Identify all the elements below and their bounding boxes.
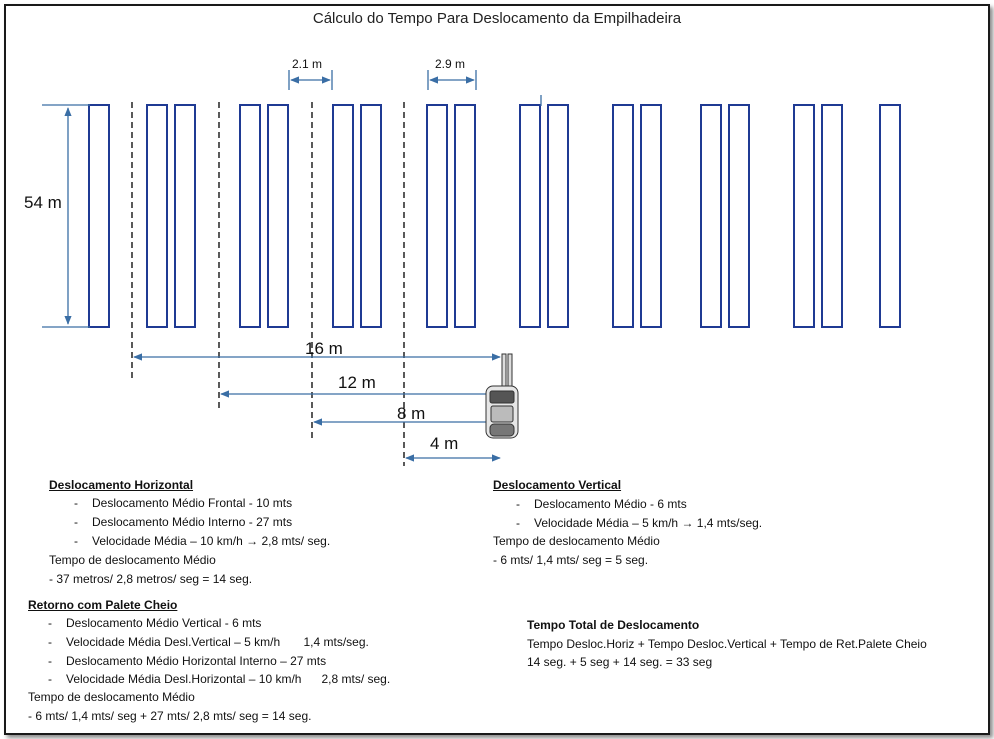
horizontal-item-1: Deslocamento Médio Frontal - 10 mts	[92, 496, 293, 510]
retorno-item-4-result: 2,8 mts/ seg.	[321, 672, 391, 686]
retorno-item: -Velocidade Média Desl.Horizontal – 10 k…	[48, 672, 391, 686]
vertical-heading: Deslocamento Vertical	[493, 478, 622, 492]
retorno-heading: Retorno com Palete Cheio	[28, 598, 178, 612]
vertical-item: -Velocidade Média – 5 km/h → 1,4 mts/seg…	[516, 516, 763, 530]
vertical-item: -Deslocamento Médio - 6 mts	[516, 497, 687, 511]
gap-large-dimension	[427, 70, 477, 90]
rack	[239, 104, 261, 328]
rack	[146, 104, 168, 328]
total-formula: Tempo Desloc.Horiz + Tempo Desloc.Vertic…	[527, 637, 927, 651]
vertical-tempo-label: Tempo de deslocamento Médio	[493, 534, 660, 548]
label-4m: 4 m	[430, 434, 458, 453]
retorno-item: -Deslocamento Médio Horizontal Interno –…	[48, 654, 327, 668]
total-heading: Tempo Total de Deslocamento	[527, 618, 700, 632]
retorno-item-2: Velocidade Média Desl.Vertical – 5 km/h	[66, 635, 281, 649]
rack	[612, 104, 634, 328]
gap-small-dimension	[288, 70, 333, 90]
rack	[640, 104, 662, 328]
retorno-tempo-label: Tempo de deslocamento Médio	[28, 690, 195, 704]
rack-rows	[88, 104, 901, 328]
rack	[821, 104, 843, 328]
page-title: Cálculo do Tempo Para Deslocamento da Em…	[312, 10, 682, 27]
horizontal-tempo-label: Tempo de deslocamento Médio	[49, 553, 216, 567]
height-dimension	[42, 104, 90, 328]
horizontal-item-3: Velocidade Média – 10 km/h	[92, 534, 243, 548]
label-12m: 12 m	[338, 373, 376, 392]
gap-small-label: 2.1 m	[292, 57, 322, 71]
retorno-item: -Velocidade Média Desl.Vertical – 5 km/h…	[48, 635, 369, 649]
aisle-lines	[131, 102, 405, 466]
label-16m: 16 m	[305, 339, 343, 358]
forklift-icon	[485, 353, 519, 439]
arrow-right-icon: →	[246, 534, 259, 548]
rack	[360, 104, 382, 328]
horizontal-item: -Deslocamento Médio Interno - 27 mts	[74, 515, 293, 529]
gap-large-label: 2.9 m	[435, 57, 465, 71]
vertical-item-2-result: 1,4 mts/seg.	[696, 516, 763, 530]
rack	[267, 104, 289, 328]
height-label: 54 m	[24, 193, 62, 212]
retorno-item-2-result: 1,4 mts/seg.	[303, 635, 369, 649]
vertical-item-2: Velocidade Média – 5 km/h	[534, 516, 679, 530]
rack	[454, 104, 476, 328]
vertical-tempo-calc: - 6 mts/ 1,4 mts/ seg = 5 seg.	[493, 553, 649, 567]
retorno-item-3: Deslocamento Médio Horizontal Interno – …	[66, 654, 327, 668]
rack	[793, 104, 815, 328]
retorno-item-4: Velocidade Média Desl.Horizontal – 10 km…	[66, 672, 302, 686]
rack	[700, 104, 722, 328]
rack	[547, 104, 569, 328]
horizontal-tempo-calc: - 37 metros/ 2,8 metros/ seg = 14 seg.	[49, 572, 253, 586]
rack	[174, 104, 196, 328]
rack	[332, 104, 354, 328]
label-8m: 8 m	[397, 404, 425, 423]
rack	[728, 104, 750, 328]
rack	[879, 104, 901, 328]
horizontal-item-3-result: 2,8 mts/ seg.	[261, 534, 331, 548]
retorno-tempo-calc: - 6 mts/ 1,4 mts/ seg + 27 mts/ 2,8 mts/…	[28, 709, 312, 723]
horizontal-item: -Deslocamento Médio Frontal - 10 mts	[74, 496, 293, 510]
arrow-right-icon: →	[681, 516, 694, 530]
distance-arrows	[133, 353, 501, 462]
retorno-item-1: Deslocamento Médio Vertical - 6 mts	[66, 616, 262, 630]
horizontal-heading: Deslocamento Horizontal	[49, 478, 194, 492]
rack	[426, 104, 448, 328]
horizontal-item-2: Deslocamento Médio Interno - 27 mts	[92, 515, 293, 529]
total-result: 14 seg. + 5 seg + 14 seg. = 33 seg	[527, 655, 713, 669]
rack	[519, 104, 541, 328]
retorno-item: -Deslocamento Médio Vertical - 6 mts	[48, 616, 262, 630]
vertical-item-1: Deslocamento Médio - 6 mts	[534, 497, 687, 511]
horizontal-item: -Velocidade Média – 10 km/h → 2,8 mts/ s…	[74, 534, 331, 548]
rack	[88, 104, 110, 328]
